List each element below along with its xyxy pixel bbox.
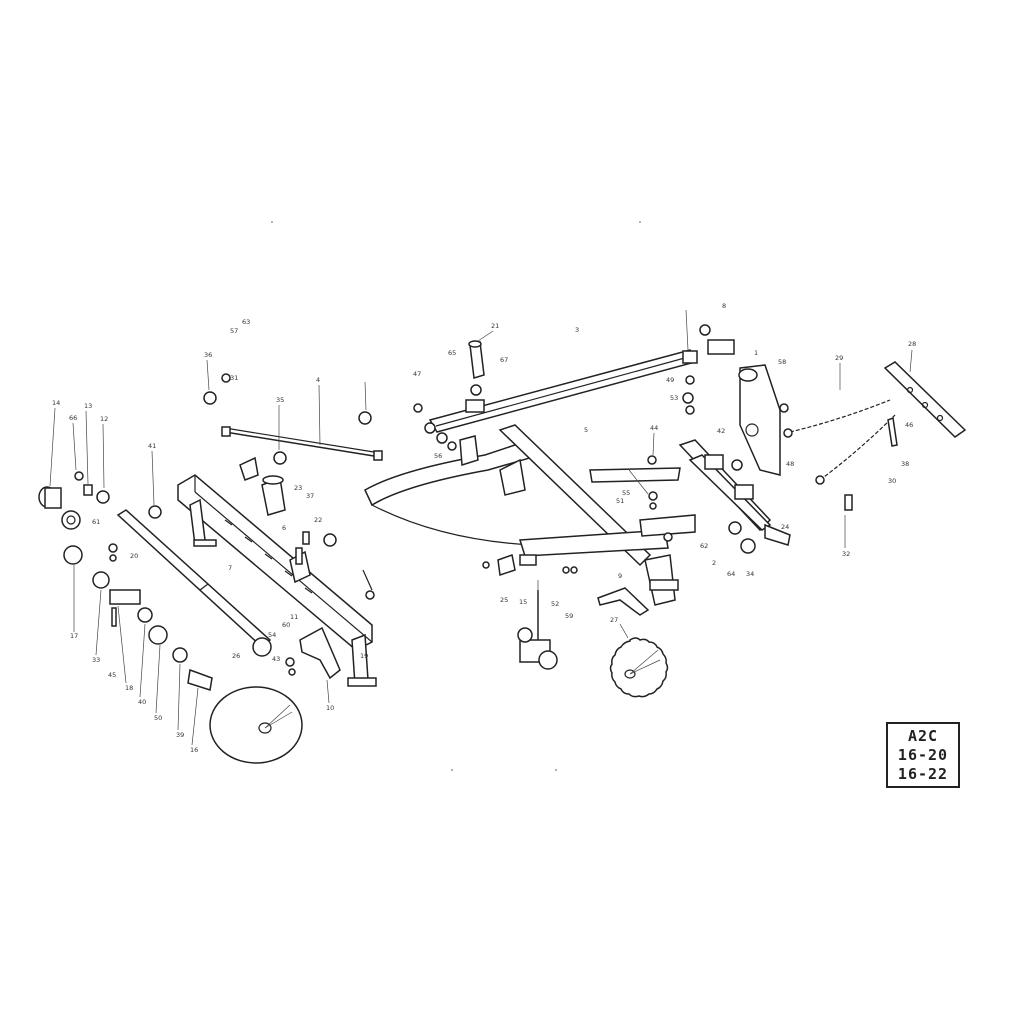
stray-marks <box>271 221 641 771</box>
callout-53: 53 <box>670 394 678 402</box>
callout-42: 42 <box>717 427 725 435</box>
chain-29 <box>783 399 896 485</box>
callout-23: 23 <box>294 484 302 492</box>
callout-22: 22 <box>314 516 322 524</box>
callout-2: 2 <box>712 559 716 567</box>
center-parts <box>497 554 578 576</box>
callout-labels: 1 2 3 4 5 6 7 8 9 10 11 12 13 14 15 16 1… <box>52 302 916 754</box>
fasteners <box>108 373 789 676</box>
callout-58: 58 <box>778 358 786 366</box>
callout-62: 62 <box>700 542 708 550</box>
callout-55: 55 <box>622 489 630 497</box>
callout-30: 30 <box>888 477 896 485</box>
hitch-plate-1 <box>738 364 781 476</box>
callout-36: 36 <box>204 351 212 359</box>
callout-65: 65 <box>448 349 456 357</box>
callout-51: 51 <box>616 497 624 505</box>
callout-52: 52 <box>551 600 559 608</box>
callout-20: 20 <box>130 552 138 560</box>
callout-38: 38 <box>901 460 909 468</box>
callout-33: 33 <box>92 656 100 664</box>
callout-41: 41 <box>148 442 156 450</box>
left-axle-shaft-7 <box>116 505 272 657</box>
reference-range-2: 16-22 <box>897 765 949 783</box>
center-scraper-9 <box>597 587 650 616</box>
drawbar-28 <box>844 361 967 511</box>
callout-48: 48 <box>786 460 794 468</box>
callout-50: 50 <box>154 714 162 722</box>
callout-9: 9 <box>618 572 622 580</box>
callout-57: 57 <box>230 327 238 335</box>
callout-24: 24 <box>781 523 789 531</box>
main-frame-body <box>364 424 696 606</box>
callout-12: 12 <box>100 415 108 423</box>
callout-4: 4 <box>316 376 320 384</box>
left-scraper-10 <box>299 626 341 680</box>
callout-35: 35 <box>276 396 284 404</box>
callout-27: 27 <box>610 616 618 624</box>
callout-3: 3 <box>575 326 579 334</box>
leader-lines <box>49 309 913 746</box>
callout-44: 44 <box>650 424 658 432</box>
callout-40: 40 <box>138 698 146 706</box>
callout-13: 13 <box>84 402 92 410</box>
drawing-reference-box: A2C 16-20 16-22 <box>886 722 960 788</box>
left-hub-parts <box>38 471 213 691</box>
callout-25: 25 <box>500 596 508 604</box>
callout-1: 1 <box>754 349 758 357</box>
callout-16: 16 <box>190 746 198 754</box>
callout-32: 32 <box>842 550 850 558</box>
callout-5: 5 <box>584 426 588 434</box>
callout-6: 6 <box>282 524 286 532</box>
callout-14: 14 <box>52 399 60 407</box>
callout-61: 61 <box>92 518 100 526</box>
callout-19: 19 <box>360 652 368 660</box>
callout-45: 45 <box>108 671 116 679</box>
callout-37: 37 <box>306 492 314 500</box>
callout-64: 64 <box>727 570 735 578</box>
callout-39: 39 <box>176 731 184 739</box>
callout-8: 8 <box>722 302 726 310</box>
callout-29: 29 <box>835 354 843 362</box>
callout-28: 28 <box>908 340 916 348</box>
callout-49: 49 <box>666 376 674 384</box>
center-hub-15 <box>517 590 558 670</box>
callout-31: 31 <box>230 374 238 382</box>
main-pin-21 <box>465 340 485 413</box>
callout-7: 7 <box>228 564 232 572</box>
callout-21: 21 <box>491 322 499 330</box>
main-frame-beam <box>424 349 698 434</box>
reference-range-1: 16-20 <box>897 746 949 764</box>
callout-34: 34 <box>746 570 754 578</box>
callout-15: 15 <box>519 598 527 606</box>
callout-54: 54 <box>268 631 276 639</box>
callout-47: 47 <box>413 370 421 378</box>
callout-17: 17 <box>70 632 78 640</box>
callout-43: 43 <box>272 655 280 663</box>
callout-59: 59 <box>565 612 573 620</box>
callout-18: 18 <box>125 684 133 692</box>
callout-67: 67 <box>500 356 508 364</box>
right-bracket-assembly <box>678 324 791 554</box>
left-disc-26 <box>209 686 303 764</box>
callout-11: 11 <box>290 613 298 621</box>
callout-10: 10 <box>326 704 334 712</box>
callout-66: 66 <box>69 414 77 422</box>
left-frame-legs <box>189 456 377 687</box>
callout-56: 56 <box>434 452 442 460</box>
center-disc-27 <box>609 637 669 698</box>
top-link-bar-4 <box>221 426 383 461</box>
callout-63: 63 <box>242 318 250 326</box>
callout-46: 46 <box>905 421 913 429</box>
callout-26: 26 <box>232 652 240 660</box>
left-frame-beam <box>177 474 373 651</box>
reference-code: A2C <box>907 727 939 745</box>
callout-60: 60 <box>282 621 290 629</box>
